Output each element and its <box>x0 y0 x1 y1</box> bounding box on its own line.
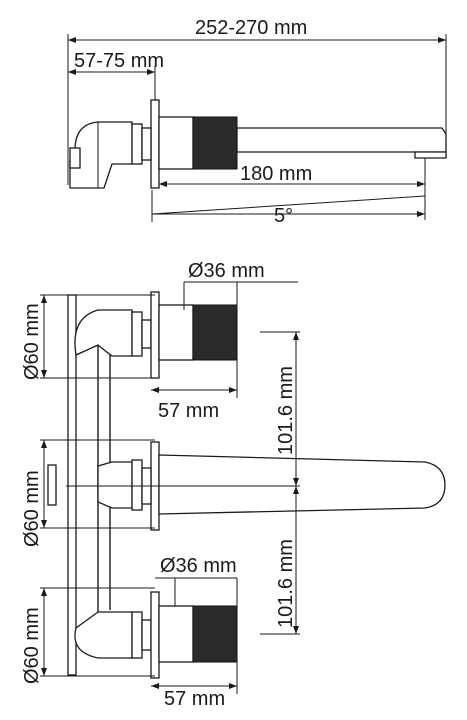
top-knurled-handle <box>192 304 238 361</box>
upper-spacing-label: 101.6 mm <box>275 366 297 455</box>
bottom-rosette-diameter-label: Ø60 mm <box>21 607 43 684</box>
side-knurled-handle <box>192 116 238 170</box>
front-spout <box>158 454 446 515</box>
bottom-elbow <box>74 611 133 659</box>
top-rosette <box>150 291 160 379</box>
top-elbow <box>74 309 133 357</box>
bottom-rosette <box>150 591 160 679</box>
top-handle-diameter-label: Ø36 mm <box>188 260 265 282</box>
side-view: 252-270 mm 57-75 mm 180 mm 5° <box>67 17 447 227</box>
bottom-knurled-handle <box>192 605 238 663</box>
middle-elbow <box>97 461 133 509</box>
lower-spacing-label: 101.6 mm <box>275 539 297 628</box>
top-rosette-diameter-label: Ø60 mm <box>21 303 43 380</box>
wall-projection-label: 57-75 mm <box>74 50 164 72</box>
total-projection-label: 252-270 mm <box>195 17 307 39</box>
side-rosette <box>150 99 160 189</box>
bottom-handle-diameter-label: Ø36 mm <box>160 555 237 577</box>
spout-length-label: 180 mm <box>240 163 312 185</box>
bottom-handle-length-label: 57 mm <box>164 688 225 710</box>
spout-angle-label: 5° <box>274 205 293 227</box>
middle-rosette-diameter-label: Ø60 mm <box>21 470 43 547</box>
side-spout <box>236 127 447 153</box>
front-view: Ø36 mm 57 mm Ø60 mm Ø60 mm <box>21 260 446 710</box>
back-plate <box>67 294 77 676</box>
top-handle-length-label: 57 mm <box>158 400 219 422</box>
